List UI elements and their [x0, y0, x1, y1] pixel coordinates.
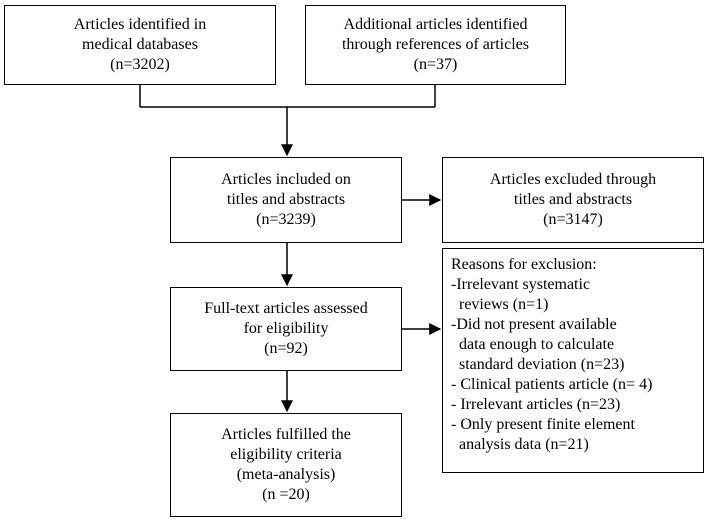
box-line: (n=3239) — [256, 211, 316, 228]
box-line: (n=37) — [413, 56, 458, 73]
box-line: (n=3147) — [543, 211, 603, 228]
reason-line: - Only present finite element — [451, 416, 635, 433]
reason-line: Reasons for exclusion: — [451, 256, 597, 273]
excluded-titles-box: Articles excluded through titles and abs… — [442, 157, 704, 243]
box-line: Additional articles identified — [343, 16, 528, 33]
reason-line: - Clinical patients article (n= 4) — [451, 376, 653, 393]
box-line: titles and abstracts — [513, 191, 633, 208]
box-line: (meta-analysis) — [236, 466, 336, 483]
box-line: (n=92) — [264, 340, 308, 357]
fulfilled-box: Articles fulfilled the eligibility crite… — [170, 413, 402, 517]
reason-line: data enough to calculate — [451, 336, 615, 353]
box-line: Articles fulfilled the — [221, 426, 351, 443]
reason-line: -Irrelevant systematic — [451, 276, 591, 293]
box-line: Articles identified in — [73, 16, 207, 33]
reason-line: reviews (n=1) — [451, 296, 549, 313]
exclusion-reasons-box: Reasons for exclusion: -Irrelevant syste… — [442, 248, 704, 473]
reason-line: -Did not present available — [451, 316, 617, 333]
identified-references-box: Additional articles identified through r… — [305, 5, 566, 85]
box-line: (n =20) — [262, 486, 310, 503]
fulltext-assessed-box: Full-text articles assessed for eligibil… — [170, 287, 402, 371]
reason-line: analysis data (n=21) — [451, 436, 589, 453]
reason-line: standard deviation (n=23) — [451, 356, 625, 373]
reason-line: - Irrelevant articles (n=23) — [451, 396, 621, 413]
identified-databases-box: Articles identified in medical databases… — [4, 5, 276, 85]
box-line: through references of articles — [341, 36, 529, 53]
box-line: for eligibility — [243, 320, 329, 337]
box-line: eligibility criteria — [230, 446, 342, 463]
box-line: Articles included on — [221, 171, 351, 188]
box-line: (n=3202) — [110, 56, 170, 73]
box-line: medical databases — [82, 36, 198, 53]
included-titles-box: Articles included on titles and abstract… — [170, 157, 402, 243]
box-line: titles and abstracts — [226, 191, 346, 208]
box-line: Full-text articles assessed — [204, 300, 368, 317]
box-line: Articles excluded through — [489, 171, 657, 188]
